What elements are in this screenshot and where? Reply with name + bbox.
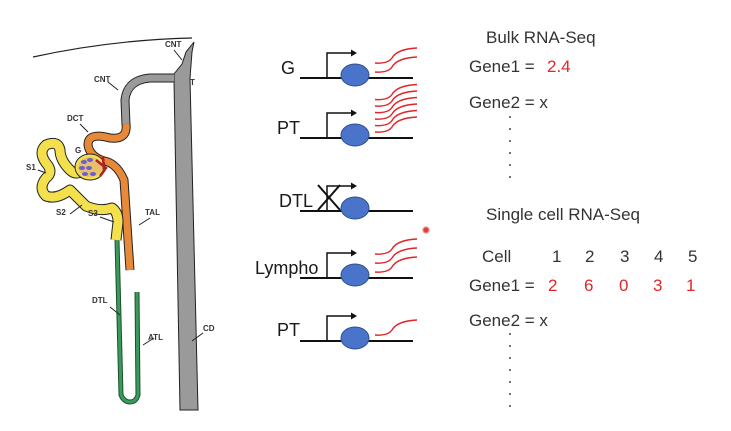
collecting-duct xyxy=(173,41,199,411)
cell-value: 3 xyxy=(653,276,663,295)
mrna-transcript xyxy=(374,247,418,264)
rna-polymerase xyxy=(340,123,370,147)
label-atl: ATL xyxy=(148,333,163,342)
label-cd: CD xyxy=(203,324,215,333)
promoter-arrow xyxy=(326,252,351,278)
label-s3: S3 xyxy=(88,209,98,218)
rna-polymerase xyxy=(340,63,370,87)
label-cnt-top: CNT xyxy=(165,40,182,49)
mrna-transcript xyxy=(374,109,418,127)
pointer-cursor xyxy=(422,226,430,234)
arrowhead-icon xyxy=(351,182,357,190)
mrna-transcript xyxy=(374,96,418,114)
cell-number: 5 xyxy=(688,247,698,266)
cell-number: 2 xyxy=(585,247,595,266)
mrna-transcript xyxy=(374,256,418,273)
single-title: Single cell RNA-Seq xyxy=(486,205,641,224)
cell-value: 0 xyxy=(619,276,629,295)
label-dct: DCT xyxy=(67,114,84,123)
promoter-arrow xyxy=(326,52,351,78)
single-cell-header: Cell xyxy=(482,247,512,266)
label-s2: S2 xyxy=(56,208,66,217)
rna-polymerase xyxy=(340,326,370,350)
blocked-x-icon xyxy=(317,184,341,211)
mrna-transcript xyxy=(374,103,418,120)
cell-value: 1 xyxy=(686,276,696,295)
cell-number: 4 xyxy=(654,247,664,266)
label-s1: S1 xyxy=(26,163,36,172)
arrowhead-icon xyxy=(351,312,357,320)
promoter-arrow xyxy=(326,112,351,138)
mrna-transcript xyxy=(374,56,418,73)
promoter-arrow xyxy=(326,185,351,211)
label-cnt: CNT xyxy=(94,75,111,84)
label-t-partial: T xyxy=(190,78,195,87)
arrowhead-icon xyxy=(351,249,357,257)
gene-row-label: G xyxy=(281,58,296,78)
mrna-transcript xyxy=(374,116,418,133)
bulk-gene1-value: 2.4 xyxy=(547,57,571,76)
mrna-transcript xyxy=(374,90,418,107)
bulk-title: Bulk RNA-Seq xyxy=(486,28,596,47)
label-g: G xyxy=(75,146,82,155)
gene-row-label: PT xyxy=(277,320,301,340)
cell-value: 2 xyxy=(548,276,558,295)
gene-row-label: PT xyxy=(277,118,301,138)
mrna-transcript xyxy=(374,238,418,255)
label-tal: TAL xyxy=(145,208,160,217)
rna-polymerase xyxy=(340,196,370,220)
rna-polymerase xyxy=(340,263,370,287)
single-gene1-label: Gene1 = xyxy=(469,276,535,295)
cell-number: 3 xyxy=(620,247,630,266)
mrna-transcript xyxy=(374,83,418,101)
promoter-arrow xyxy=(326,315,351,341)
kidney-capsule-line xyxy=(32,37,193,58)
label-dtl: DTL xyxy=(92,296,108,305)
bulk-gene1-label: Gene1 = xyxy=(469,57,535,76)
arrowhead-icon xyxy=(351,109,357,117)
mrna-transcript xyxy=(374,319,418,336)
bulk-gene2-label: Gene2 = x xyxy=(469,93,548,112)
cell-value: 6 xyxy=(584,276,594,295)
mrna-transcript xyxy=(374,47,418,64)
single-gene2-label: Gene2 = x xyxy=(469,311,548,330)
gene-row-label: Lympho xyxy=(255,258,319,278)
gene-row-label: DTL xyxy=(279,191,314,211)
glomerulus xyxy=(74,153,108,181)
arrowhead-icon xyxy=(351,49,357,57)
cell-number: 1 xyxy=(552,247,562,266)
